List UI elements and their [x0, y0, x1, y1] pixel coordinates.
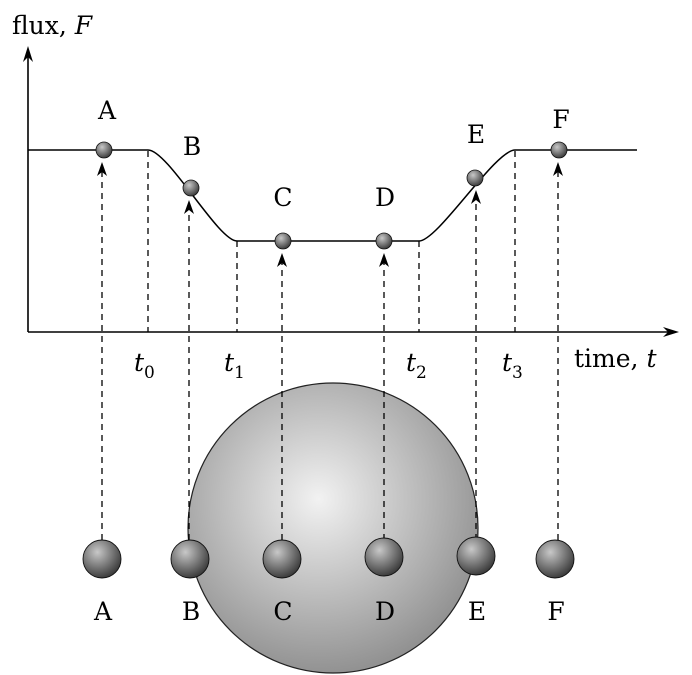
planet-f	[535, 539, 575, 579]
arrowhead-c	[277, 253, 287, 267]
curve-point-a	[95, 141, 113, 159]
planet-label-b: B	[182, 597, 200, 626]
planets	[82, 536, 575, 579]
curve-point-labels: A B C D E F	[97, 96, 570, 212]
projection-arrowheads	[97, 162, 563, 267]
planet-label-c: C	[273, 597, 292, 626]
time-mark-lines	[147, 151, 516, 332]
arrowhead-a	[97, 162, 107, 176]
star-disk	[187, 382, 479, 674]
t0-label: t0	[134, 348, 155, 383]
curve-label-b: B	[183, 132, 201, 161]
curve-label-d: D	[375, 183, 395, 212]
planet-b	[170, 539, 210, 579]
x-axis-arrowhead	[663, 327, 679, 337]
curve-point-b	[182, 179, 200, 197]
planet-labels: A B C D E F	[93, 597, 565, 626]
planet-label-a: A	[93, 597, 113, 626]
projection-lines	[101, 166, 559, 540]
planet-label-f: F	[547, 597, 564, 626]
arrowhead-b	[184, 200, 194, 214]
curve-label-f: F	[552, 105, 569, 134]
curve-point-c	[274, 232, 292, 250]
planet-a	[82, 539, 122, 579]
y-axis-arrowhead	[23, 46, 33, 62]
light-curve	[28, 149, 637, 242]
t1-label: t1	[224, 348, 245, 383]
planet-e	[456, 536, 496, 576]
curve-points	[95, 141, 568, 250]
planet-label-d: D	[375, 597, 395, 626]
curve-label-e: E	[467, 120, 485, 149]
curve-label-c: C	[273, 183, 292, 212]
arrowhead-f	[553, 162, 563, 176]
axes	[23, 46, 679, 337]
planet-c	[262, 539, 302, 579]
arrowhead-e	[471, 190, 481, 204]
curve-point-f	[550, 141, 568, 159]
t2-label: t2	[406, 348, 427, 383]
t3-label: t3	[502, 348, 523, 383]
curve-label-a: A	[97, 96, 117, 125]
curve-point-e	[466, 169, 484, 187]
planet-d	[364, 537, 404, 577]
arrowhead-d	[379, 253, 389, 267]
curve-point-d	[375, 232, 393, 250]
y-axis-label: flux, F	[12, 11, 94, 40]
x-axis-label: time, t	[574, 344, 657, 373]
planet-label-e: E	[468, 597, 486, 626]
